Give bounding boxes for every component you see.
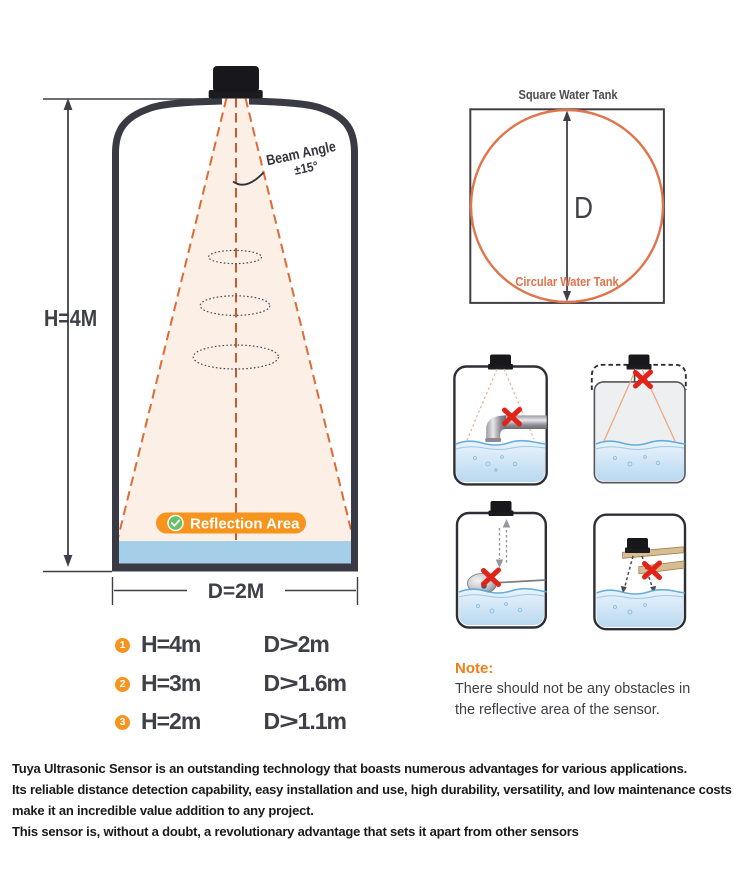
- svg-text:H=4M: H=4M: [44, 304, 97, 331]
- svg-text:Circular Water Tank: Circular Water Tank: [515, 274, 619, 289]
- svg-text:Square Water Tank: Square Water Tank: [518, 87, 617, 102]
- svg-text:±15°: ±15°: [293, 158, 320, 177]
- svg-text:Reflection Area: Reflection Area: [190, 516, 300, 533]
- svg-text:D: D: [574, 191, 593, 225]
- svg-text:D=2M: D=2M: [208, 580, 265, 603]
